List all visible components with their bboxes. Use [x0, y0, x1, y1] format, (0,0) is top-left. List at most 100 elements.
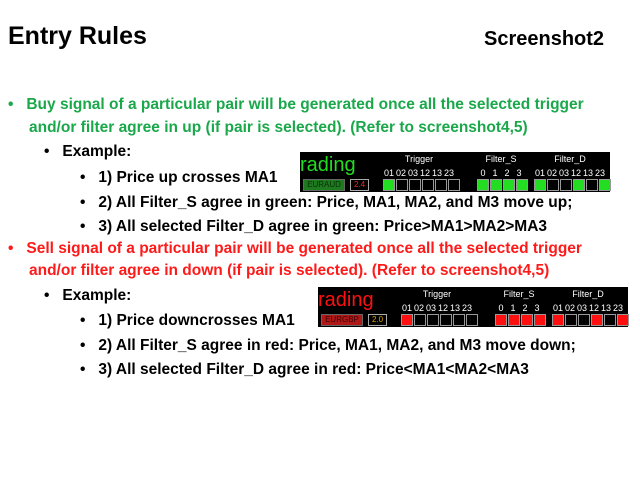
- filter_s-checkbox[interactable]: [516, 179, 528, 191]
- trigger-boxes: [383, 179, 460, 191]
- buy-bullet: • Buy signal of a particular pair will b…: [8, 96, 584, 113]
- filter_s-checkbox[interactable]: [495, 314, 507, 326]
- trigger-col-label: 03: [407, 168, 418, 178]
- trigger-checkbox[interactable]: [435, 179, 447, 191]
- trigger-checkbox[interactable]: [466, 314, 478, 326]
- sell-item-3: • 3) All selected Filter_D agree in red:…: [80, 361, 529, 378]
- filter_s-checkbox[interactable]: [534, 314, 546, 326]
- trigger-checkbox[interactable]: [383, 179, 395, 191]
- filter_d-checkbox[interactable]: [565, 314, 577, 326]
- pair-button[interactable]: EURGBP: [321, 314, 363, 326]
- filter_d-checkbox[interactable]: [573, 179, 585, 191]
- filter_d-checkbox[interactable]: [534, 179, 546, 191]
- filter_d-col-label: 02: [564, 303, 575, 313]
- trigger-checkbox[interactable]: [448, 179, 460, 191]
- filter_d-col-label: 01: [534, 168, 545, 178]
- trigger-col-label: 13: [431, 168, 442, 178]
- filter_s-boxes: [477, 179, 528, 191]
- filter_d-checkbox[interactable]: [604, 314, 616, 326]
- filter_s-col-label: 3: [516, 168, 522, 178]
- pair-button[interactable]: EURAUD: [303, 179, 345, 191]
- filter_d-col-label: 12: [570, 168, 581, 178]
- trigger-boxes: [401, 314, 478, 326]
- filter_s-col-label: 1: [492, 168, 498, 178]
- filter_d-checkbox[interactable]: [547, 179, 559, 191]
- trigger-col-label: 23: [443, 168, 454, 178]
- filter_s-checkbox[interactable]: [508, 314, 520, 326]
- filter_s-boxes: [495, 314, 546, 326]
- trigger-header: Trigger: [422, 289, 452, 299]
- sell-item-1: • 1) Price downcrosses MA1: [80, 312, 295, 329]
- brand-text: rading: [318, 289, 374, 311]
- item-text: 3) All selected Filter_D agree in green:…: [98, 218, 548, 235]
- filter_s-col-label: 0: [480, 168, 486, 178]
- sell-example: • Example:: [44, 287, 132, 304]
- trigger-col-label: 12: [437, 303, 448, 313]
- filter_d-col-label: 23: [612, 303, 623, 313]
- trigger-checkbox[interactable]: [396, 179, 408, 191]
- sell-line-1: Sell signal of a particular pair will be…: [26, 240, 582, 257]
- trigger-checkbox[interactable]: [409, 179, 421, 191]
- item-text: 2) All Filter_S agree in green: Price, M…: [98, 194, 573, 211]
- trigger-col-label: 01: [383, 168, 394, 178]
- buy-example: • Example:: [44, 143, 132, 160]
- trigger-checkbox[interactable]: [427, 314, 439, 326]
- filter_s-header: Filter_S: [503, 289, 535, 299]
- filter_d-checkbox[interactable]: [586, 179, 598, 191]
- filter_d-col-label: 02: [546, 168, 557, 178]
- filter_d-checkbox[interactable]: [560, 179, 572, 191]
- filter_d-col-label: 13: [600, 303, 611, 313]
- filter_d-col-label: 23: [594, 168, 605, 178]
- trigger-checkbox[interactable]: [401, 314, 413, 326]
- trigger-col-label: 02: [413, 303, 424, 313]
- filter_s-checkbox[interactable]: [521, 314, 533, 326]
- example-label: Example:: [62, 143, 132, 160]
- filter_s-col-label: 0: [498, 303, 504, 313]
- trigger-col-label: 13: [449, 303, 460, 313]
- item-text: 2) All Filter_S agree in red: Price, MA1…: [98, 337, 576, 354]
- filter_d-col-label: 03: [576, 303, 587, 313]
- filter_s-checkbox[interactable]: [477, 179, 489, 191]
- buy-item-3: • 3) All selected Filter_D agree in gree…: [80, 218, 548, 235]
- trigger-header: Trigger: [404, 154, 434, 164]
- trigger-checkbox[interactable]: [414, 314, 426, 326]
- filter_d-checkbox[interactable]: [617, 314, 629, 326]
- filter_d-checkbox[interactable]: [591, 314, 603, 326]
- sell-bullet: • Sell signal of a particular pair will …: [8, 240, 582, 257]
- filter_d-checkbox[interactable]: [599, 179, 611, 191]
- filter_d-checkbox[interactable]: [578, 314, 590, 326]
- trigger-col-label: 03: [425, 303, 436, 313]
- buy-item-2: • 2) All Filter_S agree in green: Price,…: [80, 194, 573, 211]
- filter_d-header: Filter_D: [572, 289, 604, 299]
- slide-title: Entry Rules: [8, 22, 147, 50]
- trigger-checkbox[interactable]: [453, 314, 465, 326]
- filter_s-checkbox[interactable]: [503, 179, 515, 191]
- sell-item-2: • 2) All Filter_S agree in red: Price, M…: [80, 337, 576, 354]
- filter_s-col-label: 2: [522, 303, 528, 313]
- item-text: 1) Price up crosses MA1: [98, 169, 278, 186]
- filter_s-col-label: 2: [504, 168, 510, 178]
- value-box: 2.4: [350, 179, 369, 191]
- screenshot-label: Screenshot2: [484, 28, 605, 50]
- filter_s-col-label: 1: [510, 303, 516, 313]
- filter_d-col-label: 03: [558, 168, 569, 178]
- filter_d-header: Filter_D: [554, 154, 586, 164]
- filter_s-checkbox[interactable]: [490, 179, 502, 191]
- item-text: 3) All selected Filter_D agree in red: P…: [98, 361, 529, 378]
- filter_d-checkbox[interactable]: [552, 314, 564, 326]
- buy-line-1: Buy signal of a particular pair will be …: [26, 96, 584, 113]
- trigger-checkbox[interactable]: [422, 179, 434, 191]
- example-label: Example:: [62, 287, 132, 304]
- trigger-col-label: 01: [401, 303, 412, 313]
- filter_d-col-label: 01: [552, 303, 563, 313]
- trigger-col-label: 02: [395, 168, 406, 178]
- trigger-checkbox[interactable]: [440, 314, 452, 326]
